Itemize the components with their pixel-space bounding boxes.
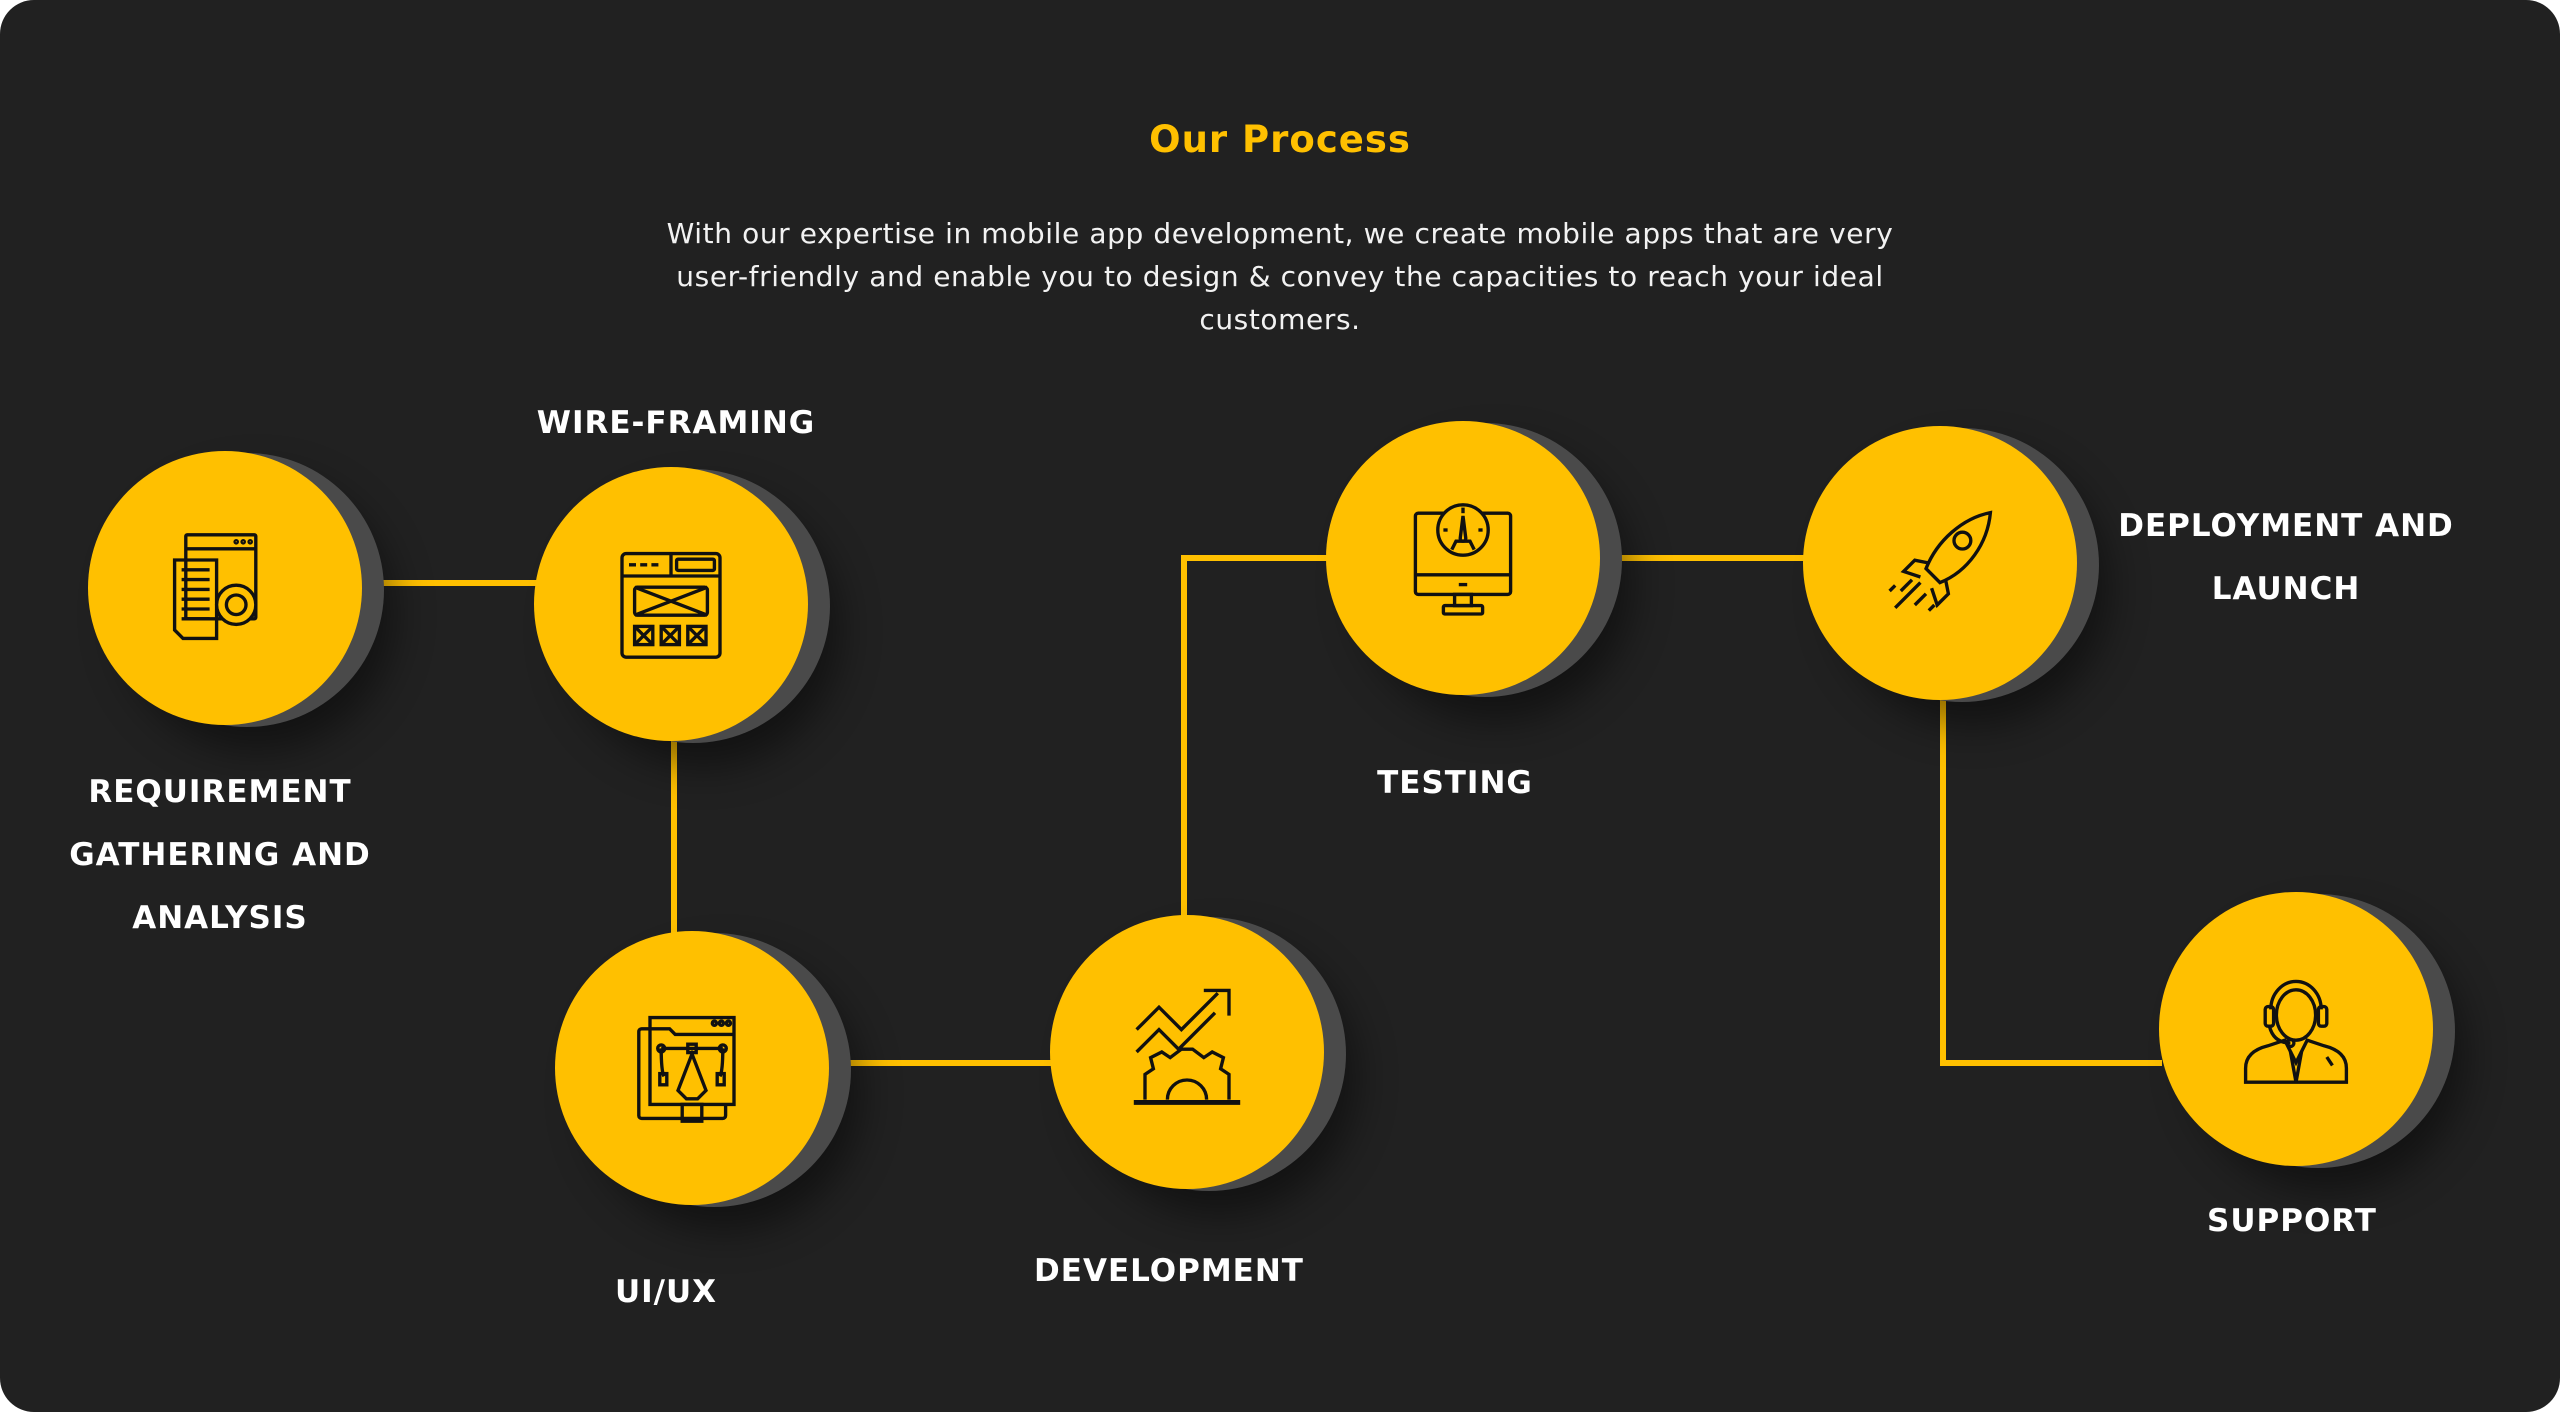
growth-gear-icon [1133, 988, 1241, 1105]
label-line: UI/UX [614, 1274, 718, 1310]
label-line: SUPPORT [2207, 1203, 2377, 1239]
label-line: TESTING [1377, 765, 1533, 801]
step-label-testing: TESTING [1377, 752, 1533, 815]
label-line: WIRE-FRAMING [536, 405, 816, 441]
step-uiux [555, 931, 851, 1207]
section-intro: With our expertise in mobile app develop… [580, 212, 1980, 341]
label-line: REQUIREMENT [88, 774, 352, 810]
connector-1-2 [360, 580, 540, 586]
connector-5-6 [1598, 555, 1806, 561]
connector-6-7-horizontal [1940, 1060, 2162, 1066]
step-label-requirement: REQUIREMENT GATHERING AND ANALYSIS [69, 761, 371, 950]
document-gear-icon [172, 533, 258, 641]
step-support [2159, 892, 2455, 1168]
label-line: DEPLOYMENT AND [2118, 508, 2454, 544]
connector-4-5-vertical [1181, 555, 1187, 918]
step-label-development: DEVELOPMENT [1034, 1240, 1304, 1303]
intro-line: customers. [1199, 303, 1361, 336]
label-line: GATHERING AND [69, 837, 371, 873]
connector-3-4 [828, 1060, 1053, 1066]
monitor-speedometer-icon [1413, 503, 1513, 616]
step-label-support: SUPPORT [2207, 1190, 2377, 1253]
step-testing [1326, 421, 1622, 697]
connector-6-7-vertical [1940, 700, 1946, 1066]
step-label-wireframing: WIRE-FRAMING [537, 392, 815, 455]
step-label-uiux: UI/UX [615, 1261, 717, 1324]
step-label-deployment: DEPLOYMENT AND LAUNCH [2118, 495, 2454, 621]
design-pen-tool-icon [637, 1015, 736, 1123]
connector-4-5-horizontal [1181, 555, 1331, 561]
step-wireframing [534, 467, 830, 743]
step-development [1050, 915, 1346, 1191]
section-title: Our Process [1149, 118, 1411, 161]
label-line: DEVELOPMENT [1034, 1253, 1304, 1289]
wireframe-icon [620, 551, 722, 659]
label-line: ANALYSIS [132, 900, 308, 936]
connector-2-3 [671, 740, 677, 935]
step-deployment [1803, 426, 2099, 702]
intro-line: user-friendly and enable you to design &… [676, 260, 1884, 293]
rocket-icon [1888, 510, 1993, 612]
support-agent-icon [2243, 979, 2349, 1084]
intro-line: With our expertise in mobile app develop… [666, 217, 1894, 250]
step-requirement [88, 451, 384, 727]
label-line: LAUNCH [2211, 571, 2361, 607]
